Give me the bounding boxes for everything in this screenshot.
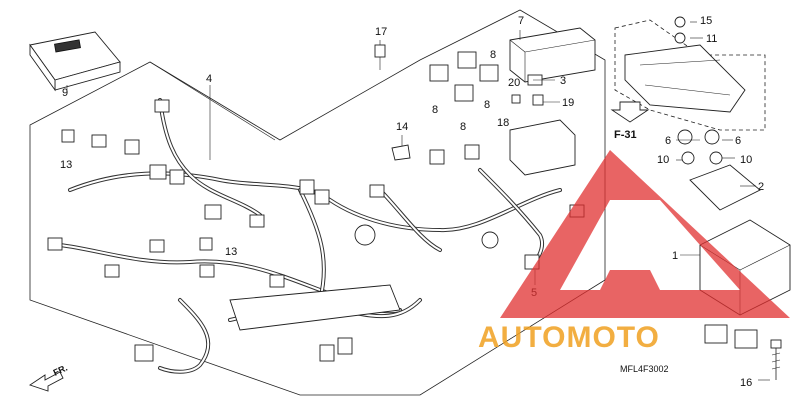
outline-arrow-icon [610,101,650,123]
callout-20: 20 [508,77,520,89]
drawing-code: MFL4F3002 [620,364,669,374]
part-17-grommet [374,44,386,70]
fuse-box-7 [509,27,596,83]
callout-10a: 10 [657,154,669,166]
fuse-block [509,74,576,176]
callout-3: 3 [560,75,566,87]
callout-9: 9 [62,87,68,99]
callout-16: 16 [740,377,752,389]
watermark-text: AUTOMOTO [478,321,660,354]
callout-8d: 8 [484,99,490,111]
callout-10b: 10 [740,154,752,166]
front-direction-arrow: FR. [28,363,69,392]
callout-6a: 6 [665,135,671,147]
callout-6b: 6 [735,135,741,147]
relays-8 [429,51,499,102]
part-10-washer-b [709,151,723,165]
callout-18: 18 [497,117,509,129]
callout-7: 7 [518,15,524,27]
part-6-grommet-b [704,129,720,145]
part-6-grommet-a [677,129,693,145]
reference-label: F-31 [614,129,637,141]
part-13-clip-b [199,237,213,251]
part-13-clip-a [61,129,75,143]
callout-8a: 8 [490,49,496,61]
callout-8c: 8 [460,121,466,133]
callout-13a: 13 [60,159,72,171]
callout-17: 17 [375,26,387,38]
callout-14: 14 [396,121,408,133]
callout-8b: 8 [432,104,438,116]
direction-marker-label: FR. [52,363,69,378]
triangle-logo-icon [500,150,790,318]
callout-2: 2 [758,181,764,193]
part-16-bolt [770,339,782,380]
callout-1: 1 [672,250,678,262]
callout-19: 19 [562,97,574,109]
callout-4: 4 [206,73,212,85]
callout-13b: 13 [225,246,237,258]
callout-11: 11 [706,33,717,45]
part-9-block [29,31,121,92]
harness-loom [229,284,401,331]
part-2-cover [689,164,761,211]
harness-frame [29,9,606,396]
callout-15: 15 [700,15,712,27]
inset-frame [614,16,766,131]
part-10-washer-a [681,151,695,165]
part-14-clip [391,144,411,161]
